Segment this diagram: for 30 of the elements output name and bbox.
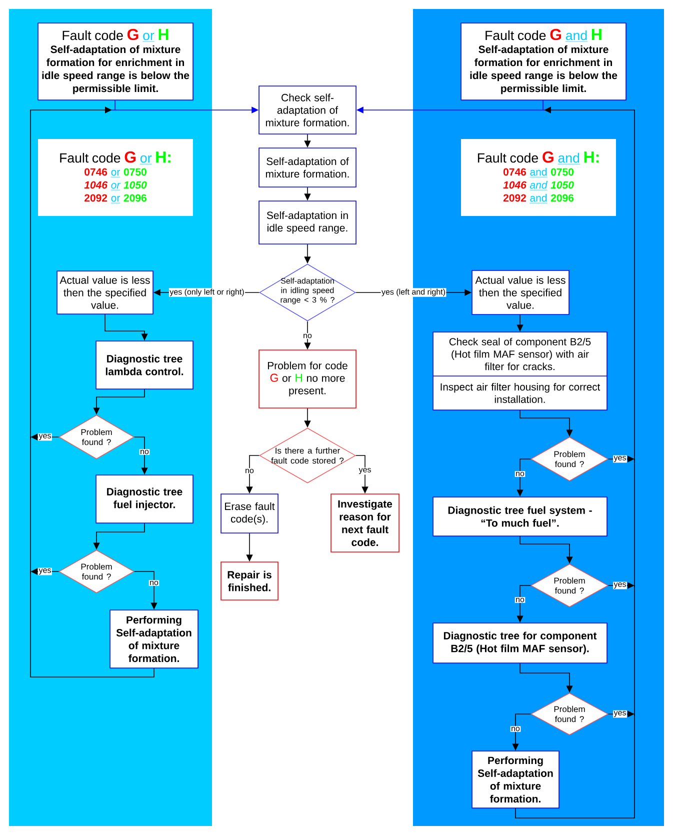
process-box: Actual value is less then the specified value. [56, 270, 154, 314]
edge-label: no [302, 333, 313, 339]
note-box: Fault code G and H: 0746 and 0750 1046 and 1050 2092 and 2096 [461, 139, 616, 216]
edge-label: no [510, 726, 521, 732]
edge-label: yes (left and right) [380, 288, 446, 297]
edge-label: yes [358, 467, 372, 475]
process-box: Investigate reason for next fault code. [330, 494, 400, 552]
info-box: Fault code G and H Self-adaptation of mixture formation for enrichment in idle speed range is below the permissible limit. [460, 22, 626, 100]
edge-label: no [514, 597, 526, 603]
edge-label: yes (only left or right) [168, 288, 246, 297]
edge-label: no [148, 580, 160, 586]
process-box: Self-adaptation of mixture formation. [258, 148, 356, 188]
process-box: Diagnostic tree fuel injector. [96, 474, 194, 524]
process-box: Performing Self-adaptation of mixture formation. [110, 610, 198, 668]
process-box: Diagnostic tree for component B2/5 (Hot film MAF sensor). [432, 622, 608, 664]
process-box: Actual value is less then the specified value. [472, 270, 570, 315]
process-box: Check seal of component B2/5 (Hot film MAF sensor) with air filter for cracks. Inspect air filter housing for correct installation. [432, 332, 608, 410]
process-box: Self-adaptation in idle speed range. [258, 200, 356, 244]
process-box: Performing Self-adaptation of mixture formation. [472, 750, 560, 808]
process-box: Repair is finished. [220, 562, 278, 600]
process-box: Erase fault code(s). [220, 494, 278, 534]
process-box: Problem for code G or H no more present. [258, 350, 356, 408]
info-box: Fault code G or H Self-adaptation of mixture formation for enrichment in idle speed range is below the permissible limit. [38, 22, 194, 100]
process-box: Diagnostic tree lambda control. [96, 340, 194, 390]
process-box: Check self-adaptation of mixture formation. [258, 86, 356, 134]
edge-label: no [244, 468, 255, 474]
edge-label: no [514, 471, 526, 477]
process-box: Diagnostic tree fuel system - “To much fuel”. [432, 496, 608, 536]
note-box: Fault code G or H: 0746 or 0750 1046 or 1050 2092 or 2096 [38, 139, 193, 216]
edge-label: no [139, 449, 150, 455]
